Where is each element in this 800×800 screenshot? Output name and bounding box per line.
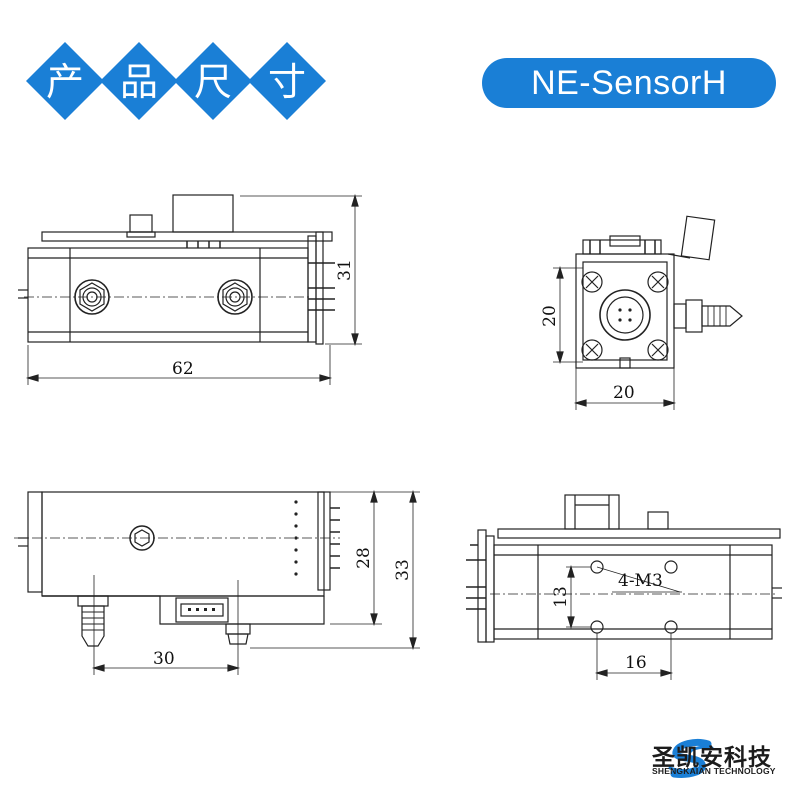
dim-hole-horizontal: 16 bbox=[625, 653, 647, 673]
company-name-en: SHENGKAIAN TECHNOLOGY bbox=[652, 766, 776, 776]
title-char-2: 品 bbox=[120, 60, 158, 104]
bottom-view bbox=[466, 494, 782, 680]
dim-front-width: 30 bbox=[153, 649, 175, 669]
model-badge: NE-SensorH bbox=[482, 58, 776, 108]
dim-top-width: 62 bbox=[172, 359, 194, 379]
title-char-4: 寸 bbox=[268, 60, 306, 104]
dim-side-width: 20 bbox=[613, 383, 635, 403]
dim-top-height: 31 bbox=[335, 259, 355, 281]
dim-side-height: 20 bbox=[540, 305, 560, 327]
s-swoosh-logo-icon bbox=[668, 738, 714, 778]
dim-hole-vertical: 13 bbox=[551, 586, 571, 608]
title-char-1: 产 bbox=[46, 60, 84, 104]
dim-front-height-inner: 28 bbox=[354, 547, 374, 569]
product-size-title: 产 品 尺 寸 bbox=[26, 42, 326, 120]
dim-hole-label: 4-M3 bbox=[618, 571, 663, 591]
title-char-3: 尺 bbox=[194, 60, 232, 104]
company-name-cn: 圣凯安科技 bbox=[652, 745, 772, 771]
dim-front-height-outer: 33 bbox=[393, 559, 413, 581]
front-view bbox=[14, 489, 420, 675]
side-view bbox=[553, 215, 743, 410]
top-view bbox=[18, 193, 362, 385]
